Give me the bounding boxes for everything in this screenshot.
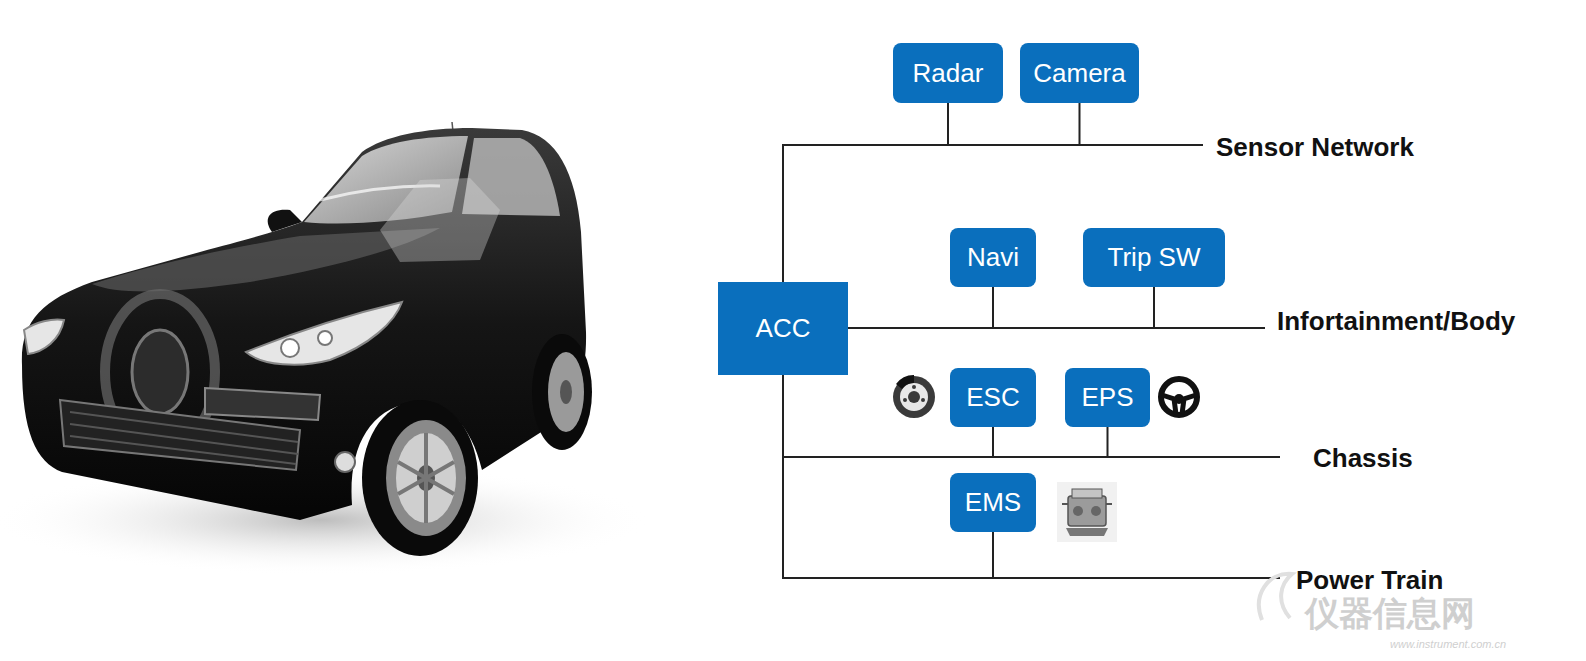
watermark-mark [1259, 574, 1292, 620]
ecu-name: ACC [756, 314, 811, 343]
ecu-name: EPS [1081, 383, 1133, 412]
bus-label: Infortainment/Body [1277, 307, 1515, 336]
ecu-name: Camera [1033, 59, 1125, 88]
ecu-name: Navi [967, 243, 1019, 272]
body-bus [1155, 327, 1265, 329]
ecu-box: EMS [950, 473, 1036, 532]
bus-connector [783, 103, 948, 282]
ecu-name: Radar [913, 59, 984, 88]
ecu-name: ESC [966, 383, 1019, 412]
ecu-box: Camera [1020, 43, 1139, 103]
bus-label: Sensor Network [1216, 133, 1414, 162]
watermark: 仪器信息网 [1305, 595, 1475, 632]
ecu-box: Radar [893, 43, 1003, 103]
ecu-box: Trip SW [1083, 228, 1225, 287]
watermark-url: www.instrument.com.cn [1390, 638, 1506, 650]
brake-disc-icon [893, 375, 935, 418]
ecu-name: EMS [965, 488, 1021, 517]
engine-image [1057, 482, 1117, 542]
bus-connector [848, 287, 1154, 328]
bus-label: Power Train [1296, 566, 1443, 595]
bus-connector [848, 287, 993, 328]
ecu-box: ACC [718, 282, 848, 375]
powertrain-bus [993, 577, 1280, 579]
ecu-box: Navi [950, 228, 1036, 287]
bus-connector [783, 375, 1108, 457]
bus-label: Chassis [1313, 444, 1413, 473]
ecu-box: ESC [950, 368, 1036, 427]
ecu-name: Trip SW [1108, 243, 1201, 272]
chassis-bus [1107, 456, 1280, 458]
sensor-bus [1072, 144, 1203, 146]
ecu-box: EPS [1065, 368, 1150, 427]
steering-wheel-icon [1161, 379, 1197, 415]
